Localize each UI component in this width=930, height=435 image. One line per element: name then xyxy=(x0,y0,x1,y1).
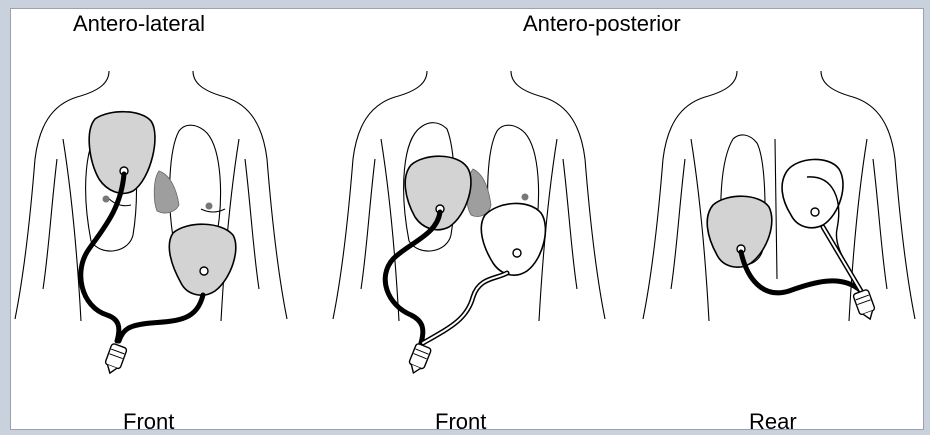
panel-antero-posterior-rear xyxy=(643,71,915,322)
plug-connector-icon xyxy=(406,343,432,376)
plug-connector-icon xyxy=(853,289,878,322)
electrode-pad-icon xyxy=(169,224,236,295)
diagram-canvas: Antero-lateral Antero-posterior xyxy=(10,8,924,430)
caption-panel-1: Front xyxy=(123,409,174,430)
electrode-pad-icon xyxy=(707,196,772,267)
panel-antero-lateral-front xyxy=(15,71,287,376)
defibrillator-pad-placement-diagram xyxy=(11,9,924,430)
heart-icon xyxy=(154,171,179,213)
plug-connector-icon xyxy=(102,343,127,376)
electrode-pad-icon xyxy=(481,203,545,275)
caption-panel-2: Front xyxy=(435,409,486,430)
panel-antero-posterior-front xyxy=(333,71,605,376)
caption-panel-3: Rear xyxy=(749,409,797,430)
electrode-pad-icon xyxy=(782,159,843,227)
